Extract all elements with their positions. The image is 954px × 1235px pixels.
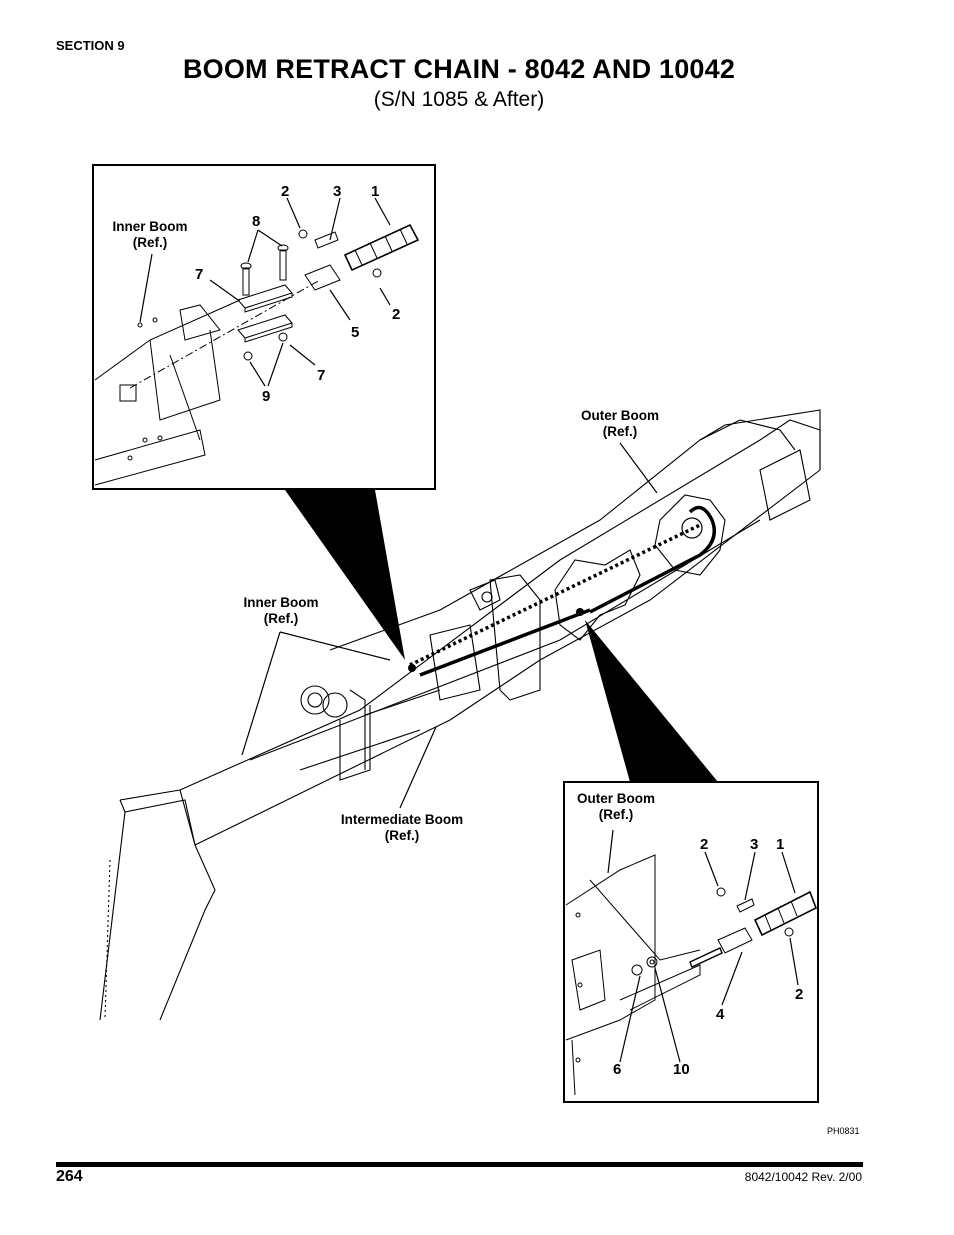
callout-3: 3 <box>333 183 341 200</box>
revision-label: 8042/10042 Rev. 2/00 <box>744 1170 862 1184</box>
bottom-outer-boom-label: Outer Boom(Ref.) <box>577 791 655 822</box>
retract-chain <box>408 505 716 677</box>
top-detail-pointer <box>285 490 405 660</box>
photo-id: PH0831 <box>827 1126 860 1136</box>
outer-boom-label: Outer Boom(Ref.) <box>581 408 659 439</box>
page-subtitle: (S/N 1085 & After) <box>373 88 545 111</box>
intermediate-boom-label: Intermediate Boom(Ref.) <box>341 812 463 843</box>
bottom-detail-pointer <box>585 620 718 782</box>
section-label: SECTION 9 <box>56 38 125 53</box>
callout-b-4: 4 <box>716 1006 725 1023</box>
outer-boom-line: Outer Boom <box>581 408 659 423</box>
callout-b-2: 2 <box>700 836 708 853</box>
callout-5: 5 <box>351 324 359 341</box>
callout-b-2-lower: 2 <box>795 986 803 1003</box>
inner-boom-label: Inner Boom(Ref.) <box>243 595 318 626</box>
callout-7-lower: 7 <box>317 367 325 384</box>
callout-b-3: 3 <box>750 836 758 853</box>
outer-boom-line-2: (Ref.) <box>603 424 638 439</box>
callout-2-lower: 2 <box>392 306 400 323</box>
callout-2: 2 <box>281 183 289 200</box>
page-number: 264 <box>56 1168 83 1185</box>
top-inner-boom-line-2: (Ref.) <box>133 235 168 250</box>
callout-7-upper: 7 <box>195 266 203 283</box>
bottom-outer-boom-line: Outer Boom <box>577 791 655 806</box>
intermediate-boom-line-2: (Ref.) <box>385 828 420 843</box>
callout-1: 1 <box>371 183 379 200</box>
callout-b-1: 1 <box>776 836 784 853</box>
callout-8: 8 <box>252 213 260 230</box>
inner-boom-line-2: (Ref.) <box>264 611 299 626</box>
top-inner-boom-line: Inner Boom <box>112 219 187 234</box>
callout-b-6: 6 <box>613 1061 621 1078</box>
top-inner-boom-label: Inner Boom(Ref.) <box>112 219 187 250</box>
detail-box-top: Inner Boom(Ref.) 2 3 1 8 7 2 5 7 9 <box>92 164 436 490</box>
footer-rule <box>56 1162 863 1167</box>
inner-boom-line: Inner Boom <box>243 595 318 610</box>
page-title: BOOM RETRACT CHAIN - 8042 AND 10042 <box>182 54 736 84</box>
callout-b-10: 10 <box>673 1061 690 1078</box>
bottom-outer-boom-line-2: (Ref.) <box>599 807 634 822</box>
main-leaders <box>241 442 658 809</box>
intermediate-boom-line: Intermediate Boom <box>341 812 463 827</box>
detail-box-bottom: Outer Boom(Ref.) 2 3 1 2 4 6 10 <box>563 781 819 1103</box>
callout-9: 9 <box>262 388 270 405</box>
